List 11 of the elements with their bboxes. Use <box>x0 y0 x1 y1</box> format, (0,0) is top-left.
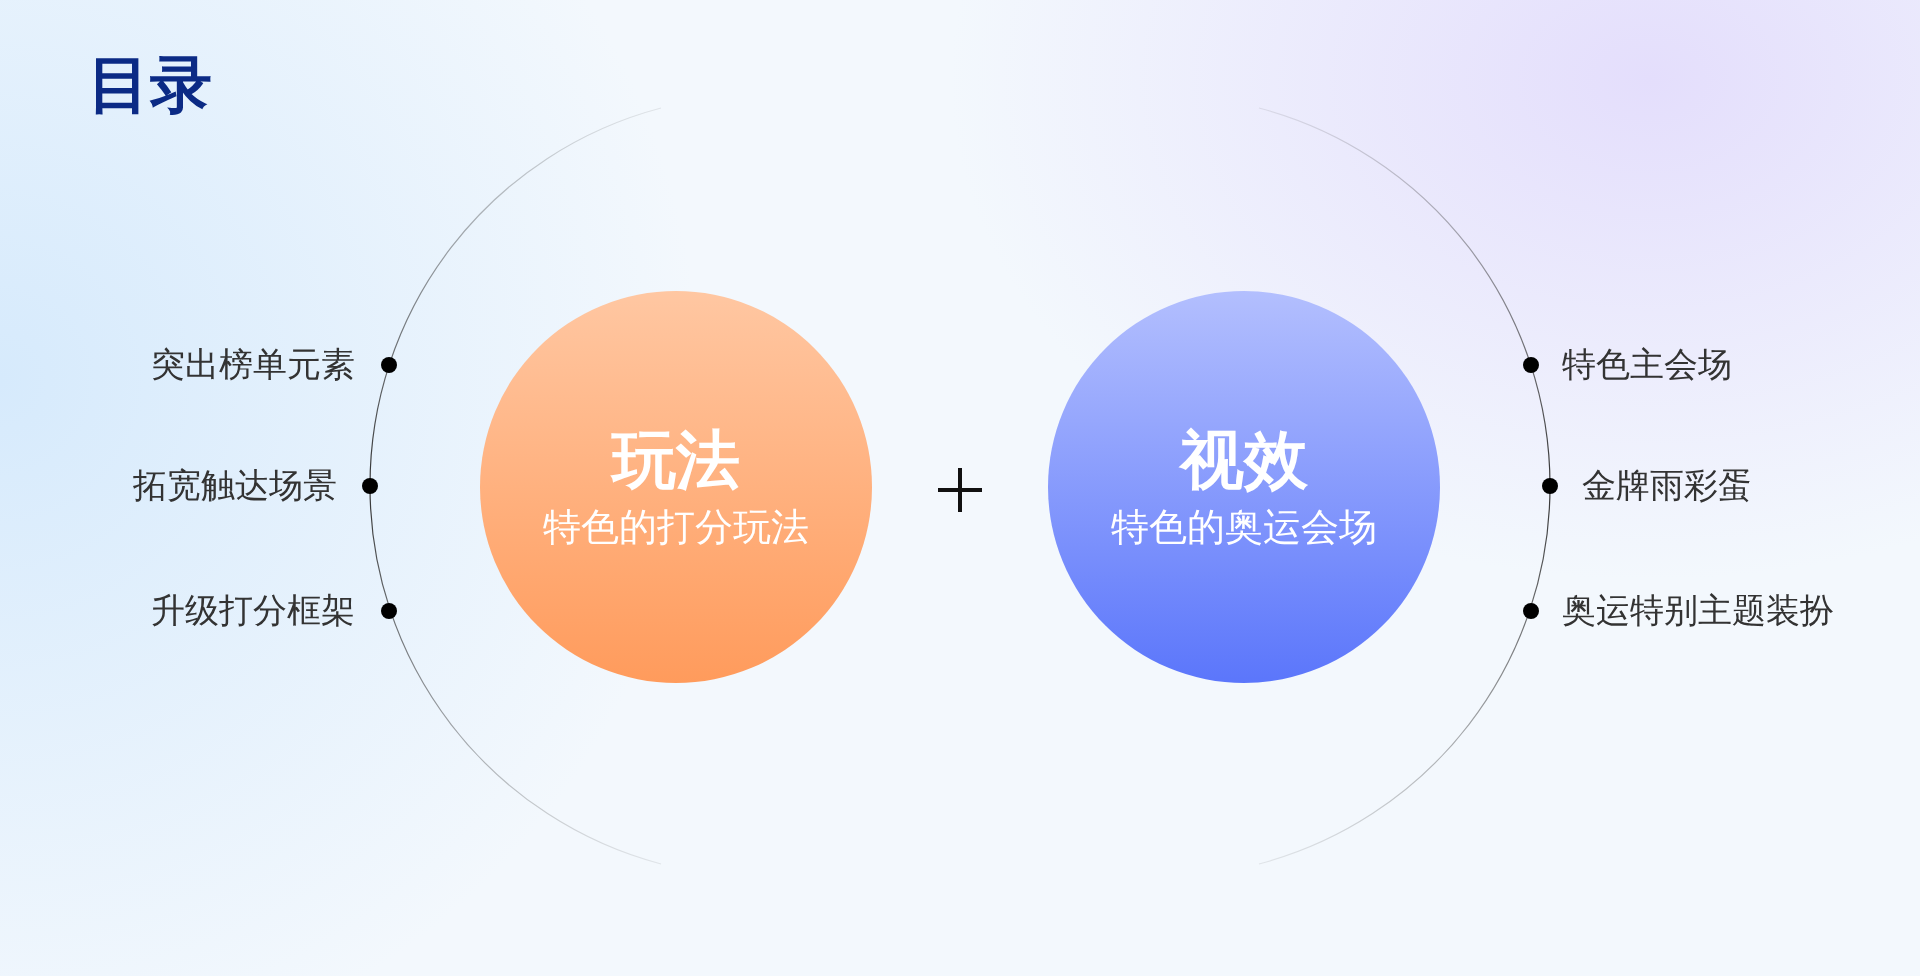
topic-title: 玩法 <box>612 421 740 499</box>
topic-subtitle: 特色的打分玩法 <box>543 503 809 551</box>
topic-title: 视效 <box>1180 421 1308 499</box>
item-label: 奥运特别主题装扮 <box>1562 590 1834 631</box>
item-label: 突出榜单元素 <box>151 344 355 385</box>
item-label: 特色主会场 <box>1562 344 1732 385</box>
item-label: 金牌雨彩蛋 <box>1582 465 1752 506</box>
topic-subtitle: 特色的奥运会场 <box>1111 503 1377 551</box>
page-title: 目录 <box>88 48 212 123</box>
item-label: 升级打分框架 <box>151 590 355 631</box>
item-label: 拓宽触达场景 <box>133 465 337 506</box>
